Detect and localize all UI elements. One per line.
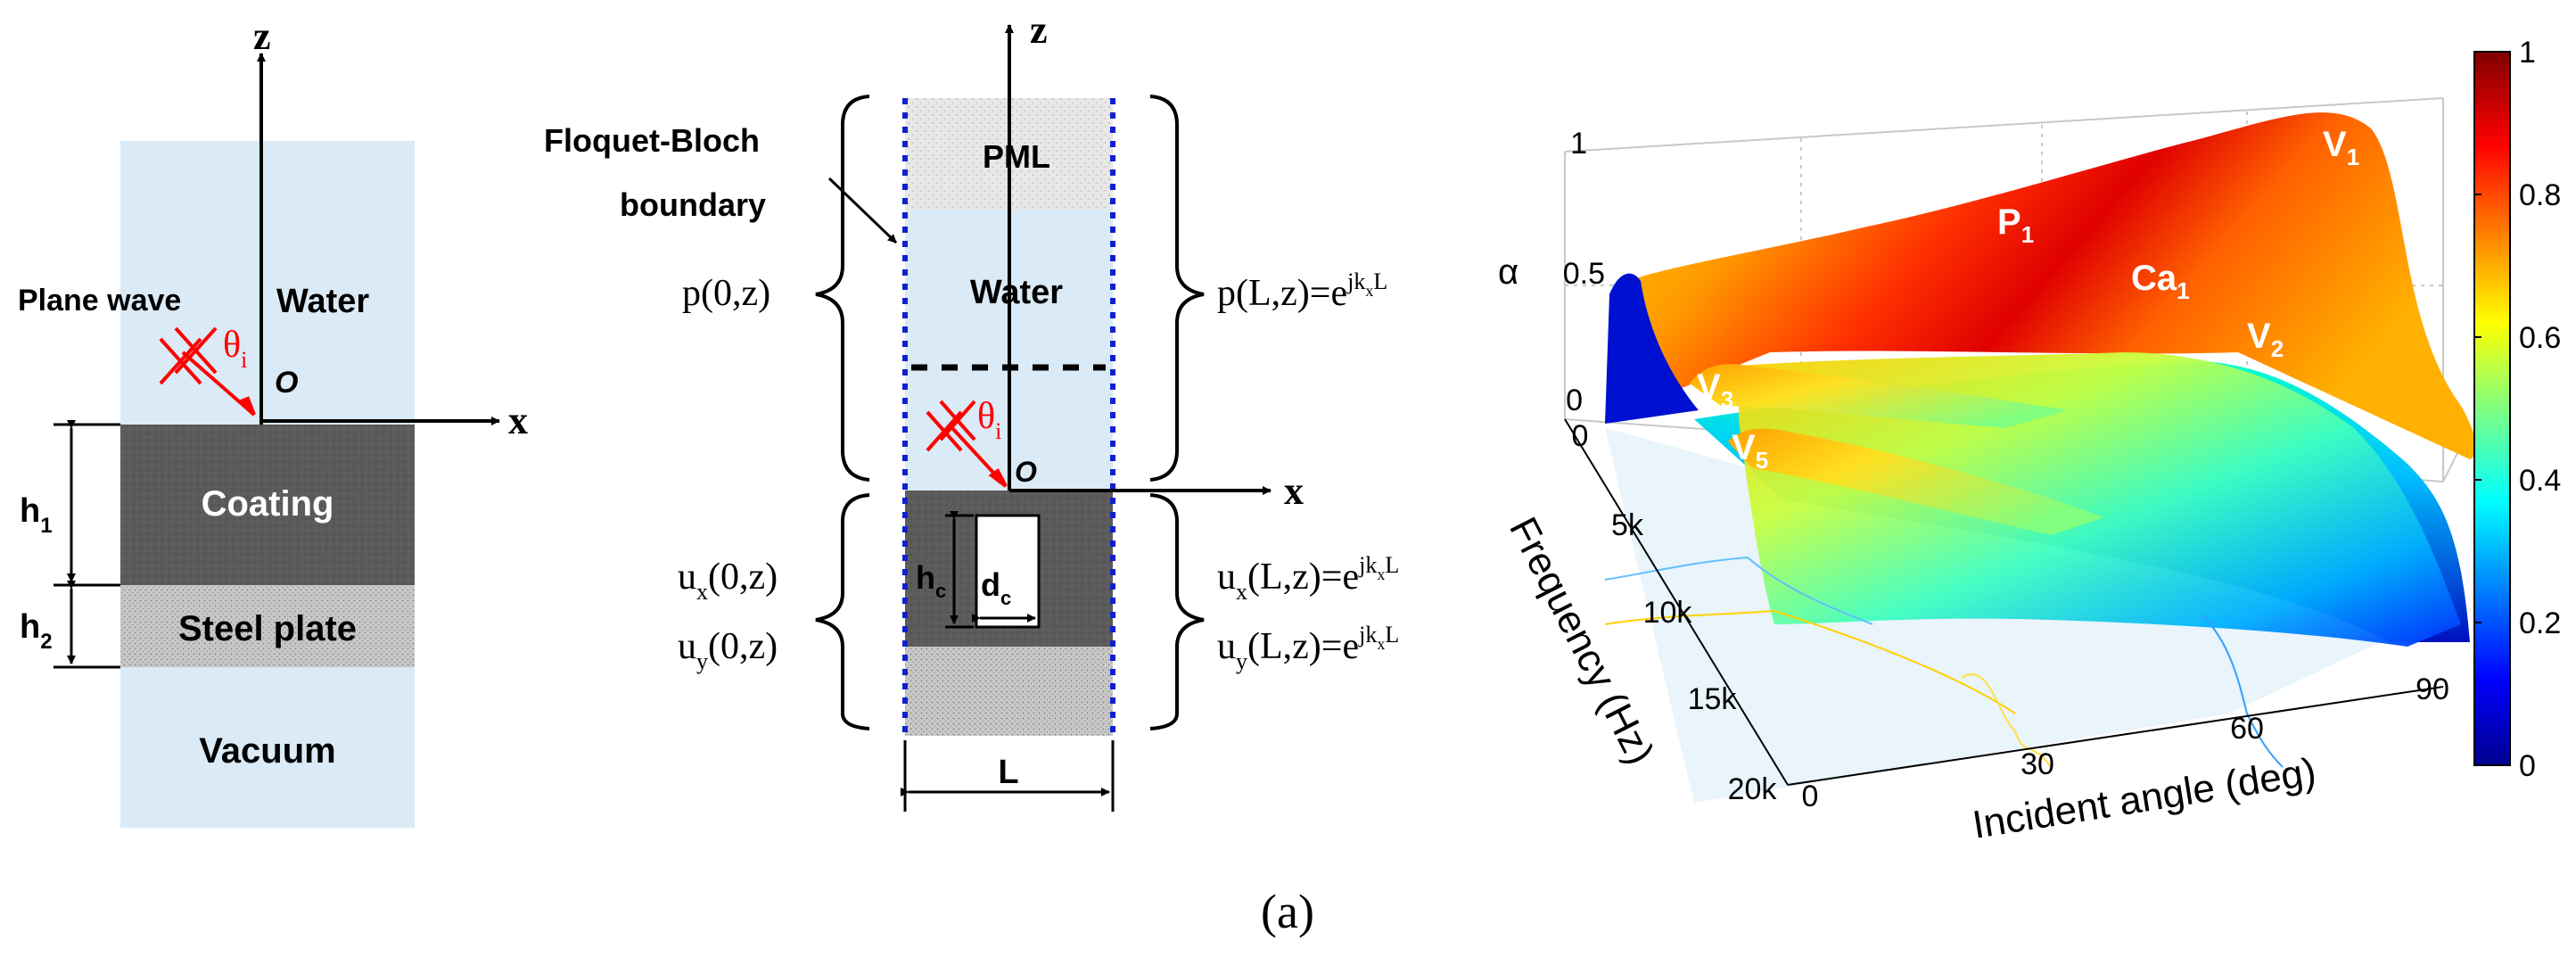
x-axis-label: x	[508, 399, 528, 442]
peak-P1: P1	[1997, 202, 2034, 248]
uy-left-eq: uy(0,z)	[678, 626, 778, 674]
p-right-eq: p(L,z)=ejkxL	[1217, 268, 1387, 314]
cb-tick-0.6: 0.6	[2519, 321, 2561, 355]
peak-labels: V1 P1 Ca1 V2 V3 V5	[1697, 125, 2359, 474]
angle-tick-0: 0	[1802, 780, 1819, 813]
water-label: Water	[276, 283, 369, 320]
peak-V3: V3	[1697, 367, 1733, 413]
peak-V5: V5	[1732, 428, 1768, 474]
steel-region-2	[905, 647, 1113, 736]
dc-label: dc	[981, 566, 1011, 609]
v5-ridge	[1728, 428, 2104, 535]
cavity-dimensions	[945, 511, 1036, 629]
panel-1-coating-model: z x O Plane wave Water θi Coating Steel …	[18, 14, 528, 828]
p-left-eq: p(0,z)	[682, 273, 770, 314]
brace-right-top	[1149, 95, 1205, 482]
h2-label: h2	[20, 608, 53, 654]
colorbar	[2473, 51, 2511, 766]
coating-layer	[120, 425, 415, 585]
h1-label: h1	[20, 492, 53, 538]
freq-axis-line	[1564, 418, 1789, 786]
colorbar-labels: 1 0.8 0.6 0.4 0.2 0	[2519, 36, 2561, 783]
cavity	[975, 514, 1041, 629]
freq-tick-0: 0	[1572, 419, 1589, 453]
vacuum-region	[120, 667, 415, 828]
cb-tick-0: 0	[2519, 749, 2536, 783]
z-axis-label: z	[253, 14, 271, 58]
surface-projections	[1604, 556, 2284, 768]
cb-tick-1: 1	[2519, 36, 2536, 70]
panel-2-unit-cell: z x O PML Water θi hc dc L Floquet-Blo	[544, 8, 1399, 812]
theta-label-2: θi	[977, 396, 1001, 444]
v3-ridge	[1690, 364, 2069, 428]
surface-left-edge	[1605, 273, 1699, 424]
figure-caption: (a)	[1261, 885, 1314, 938]
incident-wave-icon	[159, 326, 256, 417]
freq-tick-3: 15k	[1688, 682, 1738, 716]
freq-tick-4: 20k	[1728, 772, 1778, 806]
freq-axis-ticks: 0 5k 10k 15k 20k	[1572, 419, 1778, 806]
plane-wave-label: Plane wave	[18, 284, 181, 318]
angle-axis-ticks: 0 30 60 90	[1802, 672, 2449, 813]
steel-plate-label: Steel plate	[178, 609, 357, 648]
ux-left-eq: ux(0,z)	[678, 557, 778, 605]
peak-Ca1: Ca1	[2131, 259, 2190, 304]
z-axis-label-3: α	[1498, 252, 1518, 292]
steel-plate-layer	[120, 585, 415, 667]
pml-label: PML	[983, 138, 1050, 175]
panel-3-absorption-surface: 0 0.5 1 α 0 5k 10k 15k 20k 0 30 60 90 Fr…	[1498, 36, 2561, 847]
L-label: L	[998, 754, 1018, 791]
brace-left-top	[815, 95, 870, 482]
x-axis-label-2: x	[1284, 469, 1304, 513]
cb-tick-0.8: 0.8	[2519, 178, 2561, 212]
vacuum-label: Vacuum	[199, 731, 335, 771]
floquet-pointer	[827, 177, 898, 244]
water-label-2: Water	[970, 274, 1063, 311]
surface-back-ridge	[1605, 112, 2476, 459]
thickness-dimensions	[53, 420, 120, 669]
theta-label: θi	[223, 325, 247, 373]
hc-label: hc	[916, 559, 946, 602]
floquet-label-2: boundary	[620, 186, 766, 223]
origin-label-2: O	[1015, 456, 1037, 488]
incident-wave-icon-2	[926, 400, 1008, 488]
z-tick-0: 0	[1566, 384, 1583, 417]
coating-label: Coating	[202, 484, 334, 524]
z-axis-ticks: 0 0.5 1	[1563, 127, 1605, 417]
z-tick-2: 1	[1570, 127, 1587, 161]
uy-right-eq: uy(L,z)=ejkxL	[1217, 622, 1399, 674]
ux-right-eq: ux(L,z)=ejkxL	[1217, 552, 1399, 605]
freq-tick-2: 10k	[1643, 596, 1693, 630]
angle-tick-1: 30	[2020, 747, 2054, 781]
width-dimension	[901, 740, 1115, 812]
peak-V2: V2	[2247, 317, 2284, 362]
freq-tick-1: 5k	[1611, 508, 1644, 542]
angle-axis-line	[1787, 686, 2444, 786]
brace-left-bottom	[815, 493, 870, 730]
z-axis-label-2: z	[1030, 8, 1048, 52]
brace-right-bottom	[1149, 493, 1205, 730]
angle-tick-3: 90	[2416, 672, 2449, 706]
floquet-label-1: Floquet-Bloch	[544, 122, 760, 159]
water-region	[120, 141, 415, 425]
origin-label: O	[275, 366, 298, 400]
angle-tick-2: 60	[2230, 712, 2264, 746]
cb-tick-0.2: 0.2	[2519, 606, 2561, 640]
colorbar-ticks	[2474, 51, 2481, 766]
cb-tick-0.4: 0.4	[2519, 464, 2561, 498]
z-tick-1: 0.5	[1563, 257, 1605, 291]
peak-V1: V1	[2323, 125, 2359, 170]
surface-lower-sheet	[1739, 352, 2461, 647]
